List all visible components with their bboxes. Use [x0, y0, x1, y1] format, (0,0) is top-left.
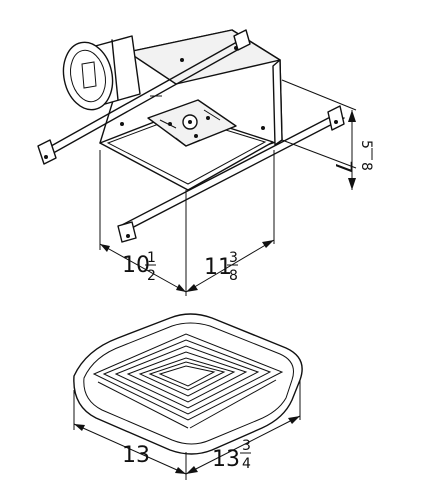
housing-width-numerator: 3	[229, 250, 238, 266]
bracket-back-left	[233, 29, 251, 51]
duct-connector	[62, 35, 141, 111]
bracket-back-right	[327, 105, 345, 131]
bracket-front-left	[37, 139, 57, 165]
mounting-bars	[37, 29, 345, 243]
housing-width-whole: 11	[204, 255, 232, 280]
dimension-grille: 13 13 3 4	[73, 380, 301, 480]
dimension-height: 7 5 8	[281, 79, 374, 190]
height-denominator: 8	[358, 162, 374, 171]
housing-width-denominator: 8	[229, 268, 238, 284]
height-numerator: 5	[358, 140, 374, 149]
grille-width-denominator: 4	[242, 456, 251, 472]
grille-width-whole: 13	[212, 447, 240, 472]
dimension-housing: 10 1 2 11 3 8	[99, 150, 275, 296]
grille-depth-whole: 13	[122, 443, 150, 468]
housing-depth-numerator: 1	[147, 250, 156, 266]
grille	[73, 313, 303, 455]
grille-outer-edge	[73, 313, 303, 455]
housing-depth-denominator: 2	[147, 268, 156, 284]
grille-louvers	[92, 333, 284, 429]
height-whole: 7	[330, 160, 355, 174]
grille-width-numerator: 3	[242, 438, 251, 454]
bracket-front-right	[117, 221, 137, 243]
